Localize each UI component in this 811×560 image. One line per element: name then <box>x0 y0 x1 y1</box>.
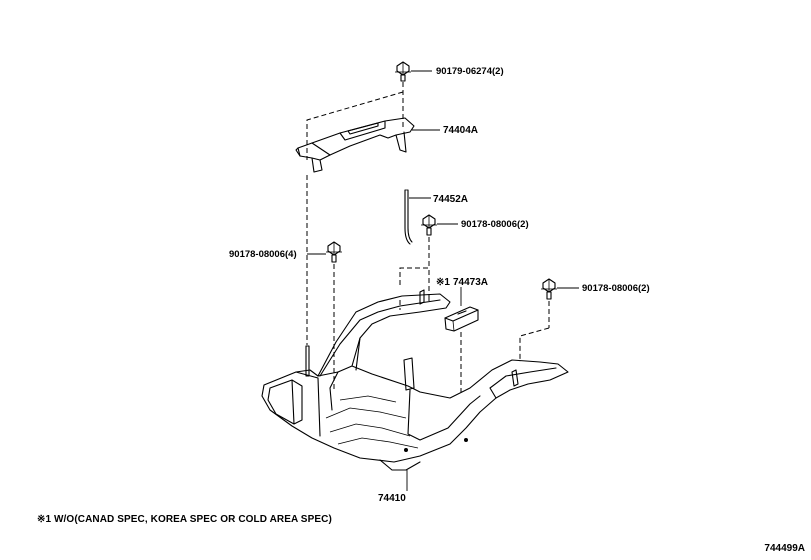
figure-code: 744499A <box>764 543 805 554</box>
label-clamp-prefix: ※1 <box>436 277 450 288</box>
bracket-74404a <box>295 117 415 173</box>
battery-tray-74410 <box>261 289 569 471</box>
bolt-left-icon <box>326 241 342 263</box>
label-tray: 74410 <box>378 493 406 504</box>
label-clamp: 74473A <box>453 277 488 288</box>
bolt-top-icon <box>395 61 411 82</box>
label-bolt-mid: 90178-08006(2) <box>461 219 529 230</box>
label-bolt-right: 90178-08006(2) <box>582 283 650 294</box>
label-rod: 74452A <box>433 194 468 205</box>
bolt-right-icon <box>541 278 557 300</box>
clamp-guide-box <box>399 267 430 296</box>
label-bracket-top: 74404A <box>443 125 478 136</box>
label-bolt-top: 90179-06274(2) <box>436 66 504 77</box>
clamp-74473a <box>444 306 479 332</box>
bracket-guide-top <box>306 91 404 160</box>
footnote: ※1 W/O(CANAD SPEC, KOREA SPEC OR COLD AR… <box>37 514 332 525</box>
bolt-mid-icon <box>421 214 437 236</box>
rod-74452a <box>404 189 413 245</box>
label-bolt-left: 90178-08006(4) <box>229 249 297 260</box>
bolt-right-guide-2 <box>519 327 550 362</box>
